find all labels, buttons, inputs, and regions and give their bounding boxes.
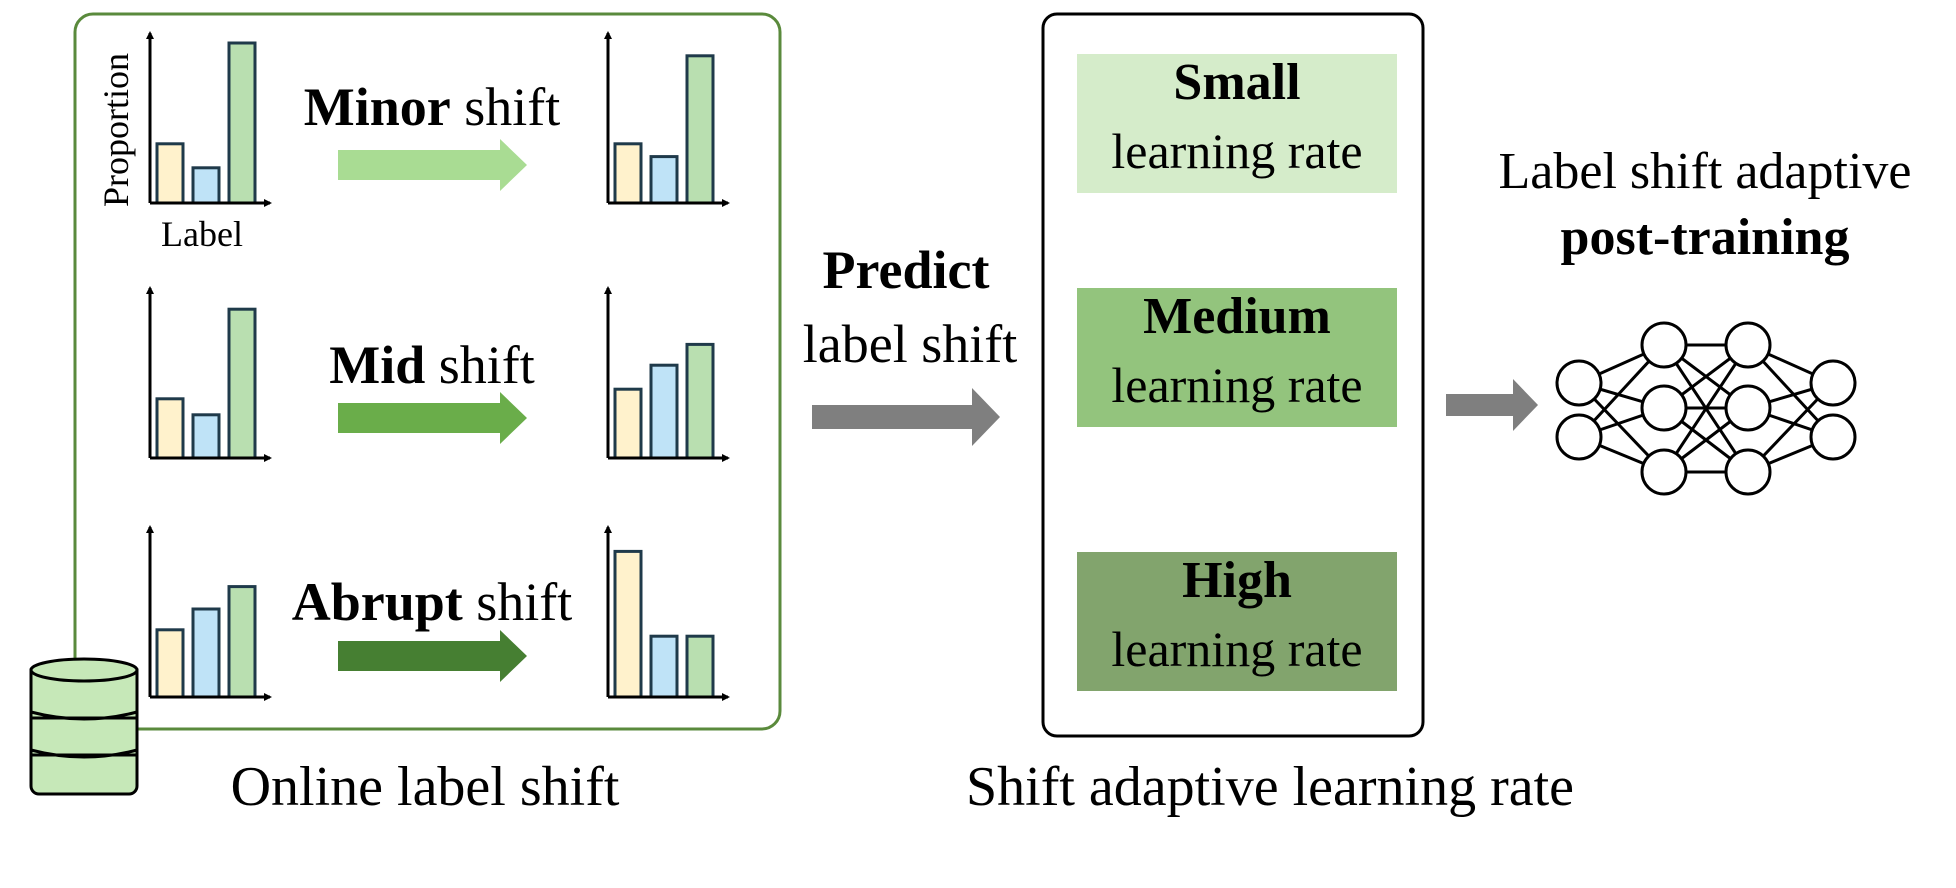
- mini-bar-chart: [146, 31, 272, 207]
- network-node: [1724, 321, 1772, 369]
- bar: [649, 155, 679, 205]
- learning-rate-level: High: [1182, 552, 1292, 609]
- bar: [191, 607, 221, 699]
- bar: [155, 628, 185, 699]
- shift-label-rest: shift: [451, 77, 561, 137]
- learning-rate-box: [1077, 54, 1397, 193]
- network-node: [1809, 413, 1857, 461]
- bar: [191, 413, 221, 460]
- post-training-line1: Label shift adaptive: [1499, 143, 1912, 200]
- network-node: [1640, 321, 1688, 369]
- learning-rate-level: Medium: [1143, 288, 1331, 345]
- network-edge: [1662, 344, 1750, 473]
- learning-rate-text: learning rate: [1111, 123, 1362, 179]
- shift-label: Mid shift: [329, 335, 535, 395]
- bar: [227, 585, 257, 699]
- shift-label-bold: Minor: [304, 77, 451, 137]
- predict-arrow: [812, 388, 1000, 446]
- mini-bar-chart: [604, 525, 730, 701]
- shift-label-rest: shift: [463, 572, 573, 632]
- bar: [685, 634, 715, 699]
- shift-arrow: [338, 392, 527, 444]
- shift-label-rest: shift: [425, 335, 535, 395]
- network-node: [1809, 359, 1857, 407]
- learning-rate-caption: Shift adaptive learning rate: [966, 756, 1574, 818]
- shift-label-bold: Abrupt: [292, 572, 463, 632]
- bar: [155, 397, 185, 460]
- shift-label: Abrupt shift: [292, 572, 573, 632]
- post-training-arrow: [1446, 379, 1538, 431]
- learning-rate-text: learning rate: [1111, 621, 1362, 677]
- bar: [649, 634, 679, 699]
- mini-charts: [146, 31, 730, 701]
- learning-rate-panel: [1041, 12, 1425, 738]
- online-shift-panel: [73, 12, 782, 731]
- mini-bar-chart: [604, 286, 730, 462]
- network-node: [1640, 448, 1688, 496]
- learning-rate-level: Small: [1173, 54, 1300, 111]
- bar: [613, 142, 643, 205]
- bar: [613, 549, 643, 699]
- bar: [685, 54, 715, 205]
- bar: [613, 387, 643, 460]
- bar: [227, 41, 257, 205]
- network-node: [1724, 448, 1772, 496]
- axis-y-label: Proportion: [96, 53, 136, 207]
- shift-arrow: [338, 139, 527, 191]
- network-edges: [1577, 343, 1835, 474]
- bar: [649, 363, 679, 460]
- mini-bar-chart: [604, 31, 730, 207]
- database-icon: [29, 657, 139, 796]
- network-node: [1555, 413, 1603, 461]
- online-shift-caption: Online label shift: [231, 756, 620, 818]
- bar: [227, 307, 257, 460]
- axis-x-label: Label: [161, 214, 243, 254]
- post-training-line2: post-training: [1561, 209, 1850, 266]
- bar: [191, 166, 221, 205]
- network-node: [1555, 359, 1603, 407]
- neural-network-icon: [1555, 321, 1857, 496]
- shift-arrow: [338, 630, 527, 682]
- predict-label-rest: label shift: [803, 314, 1017, 374]
- predict-label-bold: Predict: [823, 240, 990, 300]
- bar: [155, 142, 185, 205]
- shift-label: Minor shift: [304, 77, 561, 137]
- learning-rate-box: [1077, 288, 1397, 427]
- learning-rate-text: learning rate: [1111, 357, 1362, 413]
- mini-bar-chart: [146, 286, 272, 462]
- mini-bar-chart: [146, 525, 272, 701]
- network-node: [1724, 384, 1772, 432]
- bar: [685, 342, 715, 460]
- network-node: [1640, 384, 1688, 432]
- shift-label-bold: Mid: [329, 335, 425, 395]
- learning-rate-box: [1077, 552, 1397, 691]
